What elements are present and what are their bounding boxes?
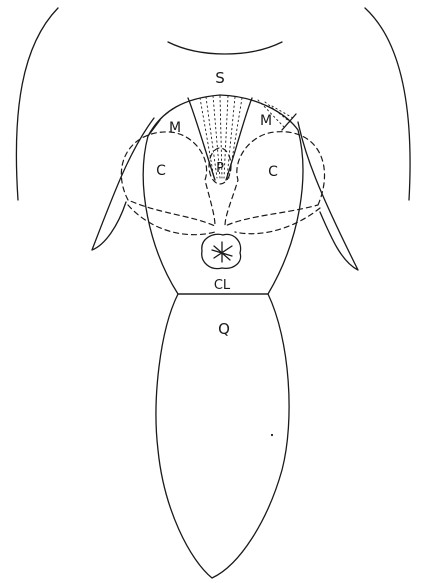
m-right-inner-line [226, 98, 252, 180]
striations [200, 96, 293, 178]
label-q: Q [218, 320, 230, 338]
left-body-outline [16, 8, 58, 200]
lower-dashed-curve-right [235, 208, 320, 234]
label-p: P [216, 161, 224, 176]
label-s: S [215, 69, 225, 87]
upper-arc [168, 42, 282, 54]
label-cl: CL [214, 278, 231, 293]
m-left-inner-line [188, 98, 215, 180]
lower-dashed-curve [128, 205, 215, 235]
right-body-outline [365, 8, 410, 200]
label-m-right: M [260, 113, 272, 129]
speck [271, 434, 273, 436]
label-c-right: C [268, 164, 278, 180]
right-arm [298, 122, 358, 270]
central-shield [143, 95, 303, 294]
label-c-left: C [156, 163, 166, 179]
label-m-left: M [169, 120, 181, 136]
central-opening [202, 234, 241, 268]
left-arm [92, 118, 154, 250]
